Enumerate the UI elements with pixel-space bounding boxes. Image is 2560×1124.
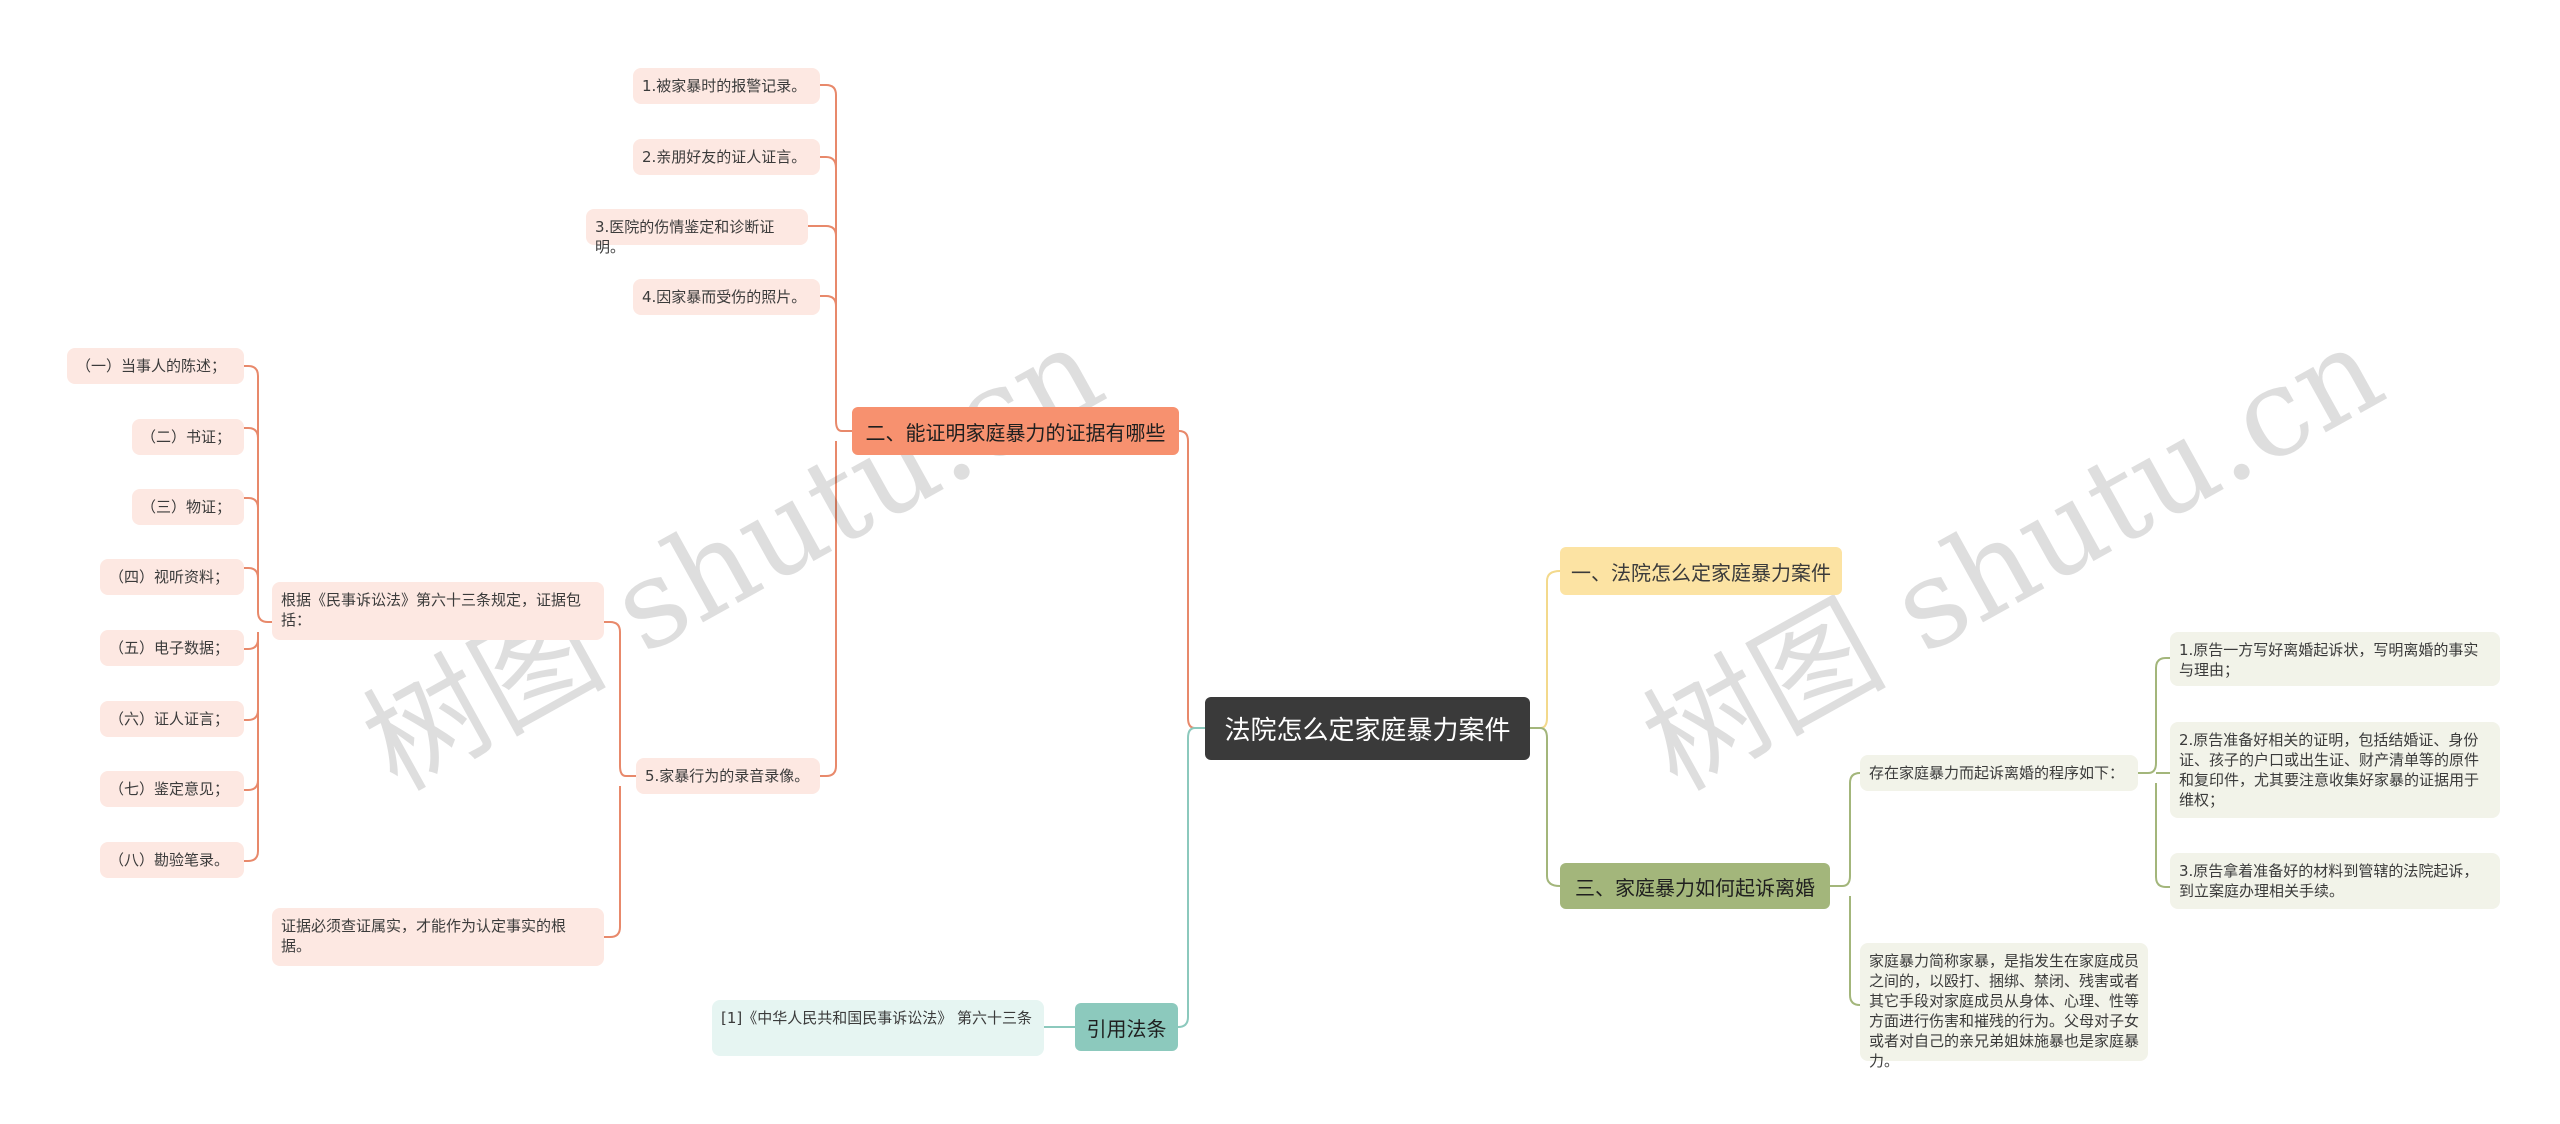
branch-divorce[interactable]: 三、家庭暴力如何起诉离婚 [1560,863,1830,909]
link-procedure-steps [2138,657,2170,888]
link-divorce-children [1830,772,1861,1006]
evidence-type-6[interactable]: （六）证人证言； [100,701,244,737]
divorce-step-2[interactable]: 2.原告准备好相关的证明，包括结婚证、身份证、孩子的户口或出生证、财产清单等的原… [2170,722,2500,818]
link-root-evidence [1178,430,1205,729]
evidence-item-5[interactable]: 5.家暴行为的录音录像。 [636,758,820,794]
evidence-type-2[interactable]: （二）书证； [132,419,244,455]
law-clause-note[interactable]: 根据《民事诉讼法》第六十三条规定，证据包括： [272,582,604,640]
evidence-item-1[interactable]: 1.被家暴时的报警记录。 [633,68,820,104]
branch-court[interactable]: 一、法院怎么定家庭暴力案件 [1560,547,1842,595]
root-topic[interactable]: 法院怎么定家庭暴力案件 [1205,697,1530,760]
link-evidence-items [808,84,852,777]
link-law-types [244,365,272,862]
evidence-type-4[interactable]: （四）视听资料； [100,559,244,595]
evidence-verify-note[interactable]: 证据必须查证属实，才能作为认定事实的根据。 [272,908,604,966]
divorce-step-3[interactable]: 3.原告拿着准备好的材料到管辖的法院起诉，到立案庭办理相关手续。 [2170,853,2500,909]
divorce-procedure-note[interactable]: 存在家庭暴力而起诉离婚的程序如下： [1860,755,2138,791]
evidence-item-3[interactable]: 3.医院的伤情鉴定和诊断证明。 [586,209,808,256]
link-root-reference [1177,727,1205,1028]
domestic-violence-definition[interactable]: 家庭暴力简称家暴，是指发生在家庭成员之间的，以殴打、捆绑、禁闭、残害或者其它手段… [1860,943,2148,1070]
link-root-court [1530,570,1561,729]
branch-reference[interactable]: 引用法条 [1075,1003,1178,1051]
divorce-step-1[interactable]: 1.原告一方写好离婚起诉状，写明离婚的事实与理由； [2170,632,2500,686]
link-root-divorce [1530,727,1561,887]
evidence-type-7[interactable]: （七）鉴定意见； [100,771,244,807]
reference-item-1[interactable]: [1]《中华人民共和国民事诉讼法》 第六十三条 [712,1000,1044,1056]
evidence-item-4[interactable]: 4.因家暴而受伤的照片。 [633,279,820,315]
branch-evidence[interactable]: 二、能证明家庭暴力的证据有哪些 [852,407,1179,455]
evidence-type-8[interactable]: （八）勘验笔录。 [100,842,244,878]
evidence-type-5[interactable]: （五）电子数据； [100,630,244,666]
evidence-type-1[interactable]: （一）当事人的陈述； [67,348,244,384]
evidence-item-2[interactable]: 2.亲朋好友的证人证言。 [633,139,820,175]
evidence-type-3[interactable]: （三）物证； [132,489,244,525]
link-item5-law [604,621,636,938]
